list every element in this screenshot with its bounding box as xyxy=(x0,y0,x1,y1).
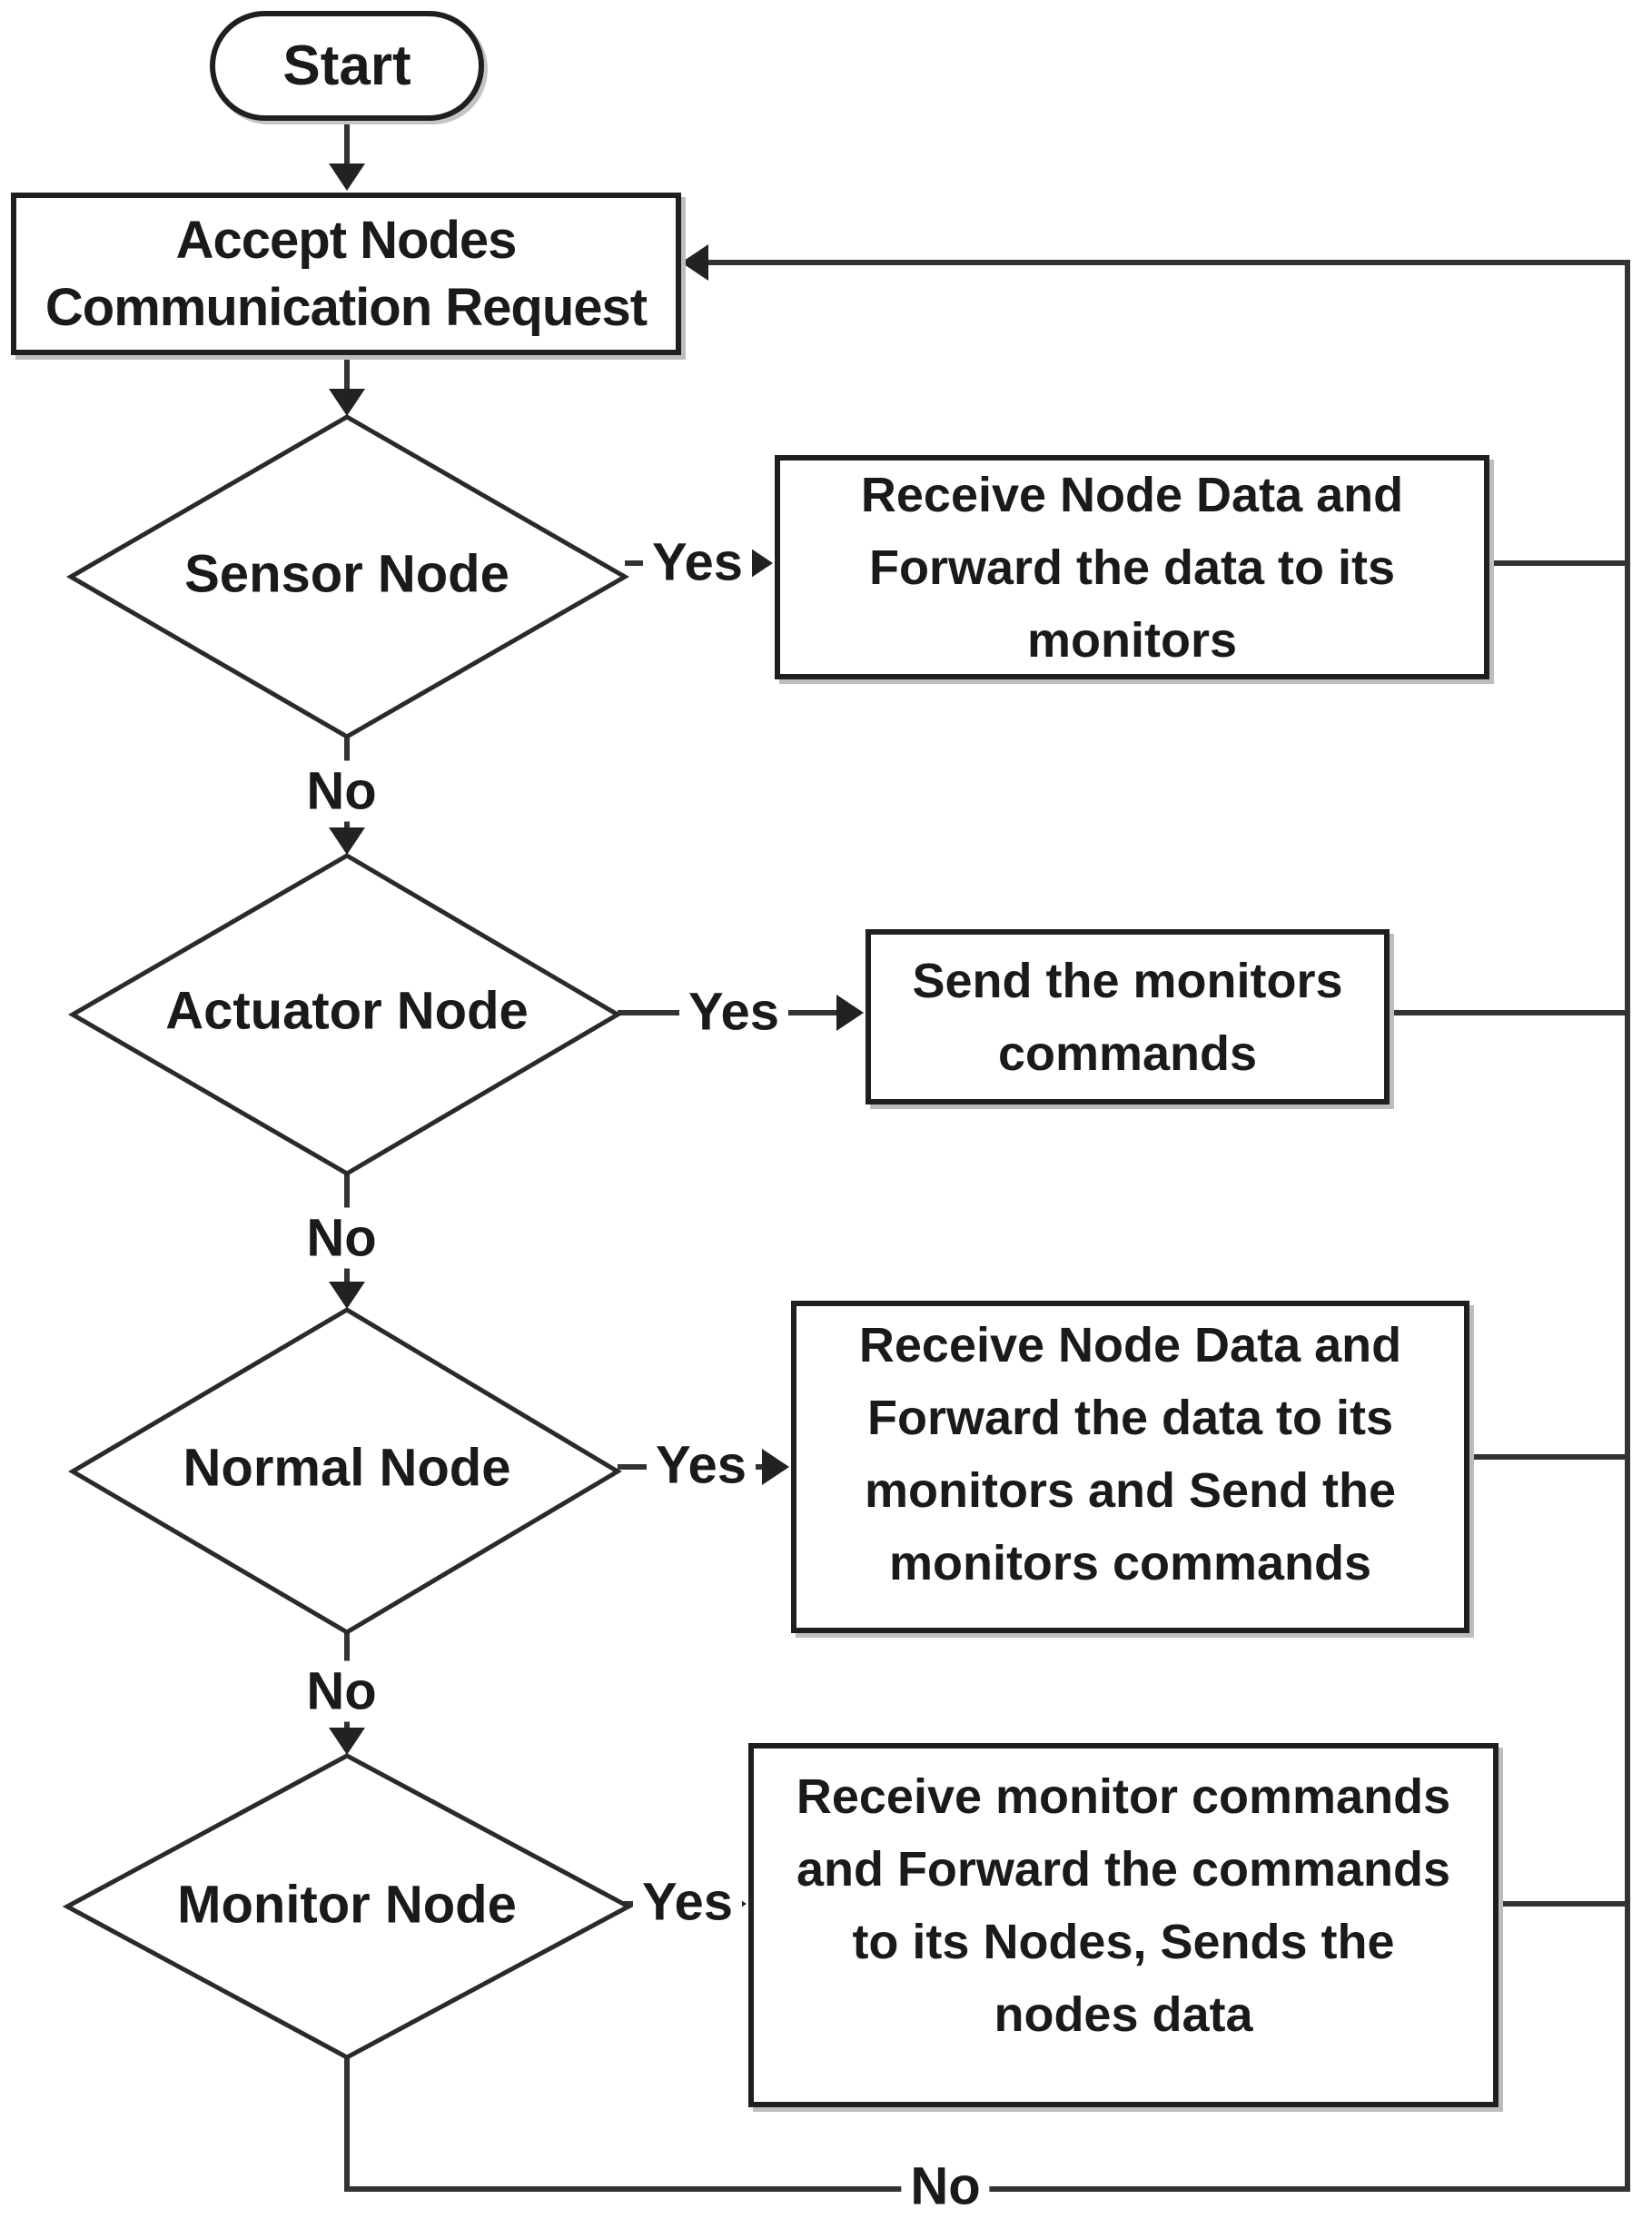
arrowhead-icon xyxy=(329,1728,365,1755)
arrowhead-icon xyxy=(329,1282,365,1309)
edge-label-no-loop-back: No xyxy=(901,2155,990,2217)
result-line: Receive Node Data and xyxy=(860,467,1404,522)
start-node: Start xyxy=(210,11,484,121)
decision-diamond-normal-node xyxy=(68,1307,622,1635)
arrowhead-icon xyxy=(329,163,365,191)
decision-label-sensor-node: Sensor Node xyxy=(184,544,509,604)
decision-label-actuator-node: Actuator Node xyxy=(165,981,529,1041)
edge-label-no-normal: No xyxy=(297,1660,386,1722)
result-line: monitors commands xyxy=(888,1536,1372,1590)
arrowhead-icon xyxy=(746,545,773,581)
result-line: Forward the data to its xyxy=(866,1391,1394,1445)
decision-diamond-actuator-node xyxy=(68,853,622,1176)
accept-request-line: Accept Nodes xyxy=(175,210,518,270)
result-box-monitor: Receive monitor commands and Forward the… xyxy=(748,1743,1499,2107)
arrowhead-icon xyxy=(836,995,864,1031)
accept-request-box: Accept Nodes Communication Request xyxy=(11,193,681,355)
edge-label-yes-actuator: Yes xyxy=(679,981,788,1043)
result-box-sensor: Receive Node Data and Forward the data t… xyxy=(775,455,1489,679)
loop-back-rail xyxy=(344,260,1630,2192)
arrowhead-icon xyxy=(329,827,365,855)
edge-label-yes-sensor: Yes xyxy=(643,531,752,593)
decision-label-monitor-node: Monitor Node xyxy=(177,1875,517,1935)
result-line: to its Nodes, Sends the xyxy=(852,1914,1395,1969)
result-line: Receive Node Data and xyxy=(858,1318,1402,1372)
result-line: commands xyxy=(997,1025,1258,1081)
result-box-actuator: Send the monitors commands xyxy=(866,929,1390,1105)
result-line: and Forward the commands xyxy=(796,1841,1451,1897)
accept-request-line: Communication Request xyxy=(45,277,648,337)
edge-label-no-actuator: No xyxy=(297,1207,386,1269)
result-line: Send the monitors xyxy=(912,953,1343,1008)
arrowhead-icon xyxy=(681,244,708,281)
start-label: Start xyxy=(282,35,411,97)
arrowhead-icon xyxy=(329,389,365,416)
edge-label-yes-normal: Yes xyxy=(647,1434,756,1496)
result-box-normal: Receive Node Data and Forward the data t… xyxy=(791,1301,1469,1633)
edge-label-yes-monitor: Yes xyxy=(633,1871,742,1933)
result-line: Receive monitor commands xyxy=(796,1768,1451,1824)
edge-label-no-sensor: No xyxy=(297,760,386,822)
result-line: monitors xyxy=(1026,612,1237,668)
decision-diamond-sensor-node xyxy=(66,414,630,739)
decision-label-normal-node: Normal Node xyxy=(183,1438,511,1498)
result-line: monitors and Send the xyxy=(864,1463,1397,1518)
arrowhead-icon xyxy=(762,1449,789,1485)
result-line: Forward the data to its xyxy=(868,540,1396,595)
decision-diamond-monitor-node xyxy=(62,1753,634,2060)
result-line: nodes data xyxy=(994,1986,1253,2042)
